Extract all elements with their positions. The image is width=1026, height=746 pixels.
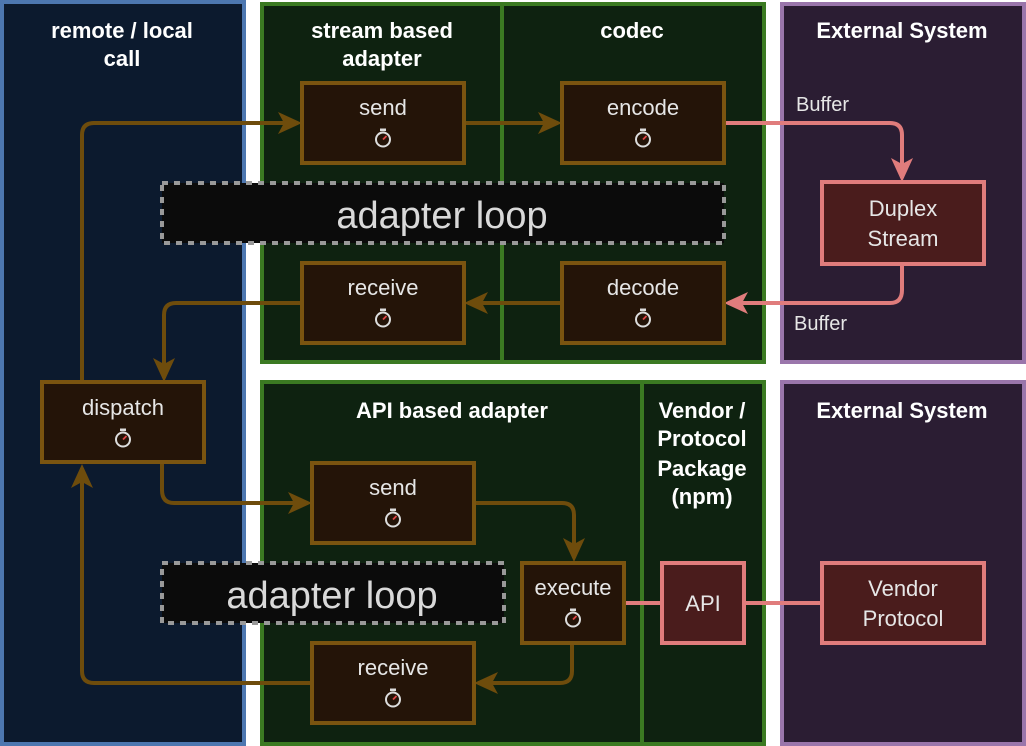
api-send-node — [310, 461, 476, 545]
duplex-stream-node — [820, 180, 986, 266]
vendor-protocol-label-line2: Protocol — [863, 606, 944, 631]
dispatch-node — [40, 380, 206, 464]
edge-api-send-to-execute — [474, 501, 585, 562]
decode-node — [560, 261, 726, 345]
adapter-loop-label-top: adapter loop — [336, 195, 547, 237]
edge-encode-to-duplex — [724, 121, 913, 182]
edge-dispatch-to-api-send — [160, 462, 312, 514]
adapter-loop-box-top — [160, 181, 726, 245]
edge-execute-to-api-receive — [474, 644, 574, 694]
api-receive-node — [310, 641, 476, 725]
decode-label: decode — [607, 275, 679, 300]
dispatch-label: dispatch — [82, 395, 164, 420]
adapter-loop-label-bottom: adapter loop — [226, 575, 437, 617]
codec-lane-title: codec — [600, 18, 664, 43]
stream-lane-title-line1: stream based — [311, 18, 453, 43]
vendor-protocol-node — [820, 561, 986, 645]
api-send-label: send — [369, 475, 417, 500]
vendor-lane-title-line4: (npm) — [671, 484, 732, 509]
encode-node — [560, 81, 726, 165]
buffer-label-out: Buffer — [796, 94, 849, 116]
vendor-lane-title-line1: Vendor / — [659, 398, 746, 423]
duplex-stream-label-line1: Duplex — [869, 196, 937, 221]
vendor-lane-title-line3: Package — [657, 456, 746, 481]
api-lane-title: API based adapter — [356, 398, 548, 423]
api-node — [660, 561, 746, 645]
edge-api-receive-to-dispatch — [71, 464, 312, 685]
vendor-lane-title-line2: Protocol — [657, 426, 746, 451]
duplex-stream-label-line2: Stream — [868, 226, 939, 251]
stream-receive-node — [300, 261, 466, 345]
remote-lane — [0, 0, 246, 746]
remote-lane-title-line2: call — [104, 46, 141, 71]
remote-lane-title-line1: remote / local — [51, 18, 193, 43]
external-bottom-lane-title: External System — [816, 398, 987, 423]
stream-send-node — [300, 81, 466, 165]
stream-send-label: send — [359, 95, 407, 120]
edge-receive-to-dispatch — [153, 301, 302, 382]
api-receive-label: receive — [358, 655, 429, 680]
external-top-lane-title: External System — [816, 18, 987, 43]
execute-label: execute — [534, 575, 611, 600]
encode-label: encode — [607, 95, 679, 120]
execute-node — [520, 561, 626, 645]
api-label: API — [685, 591, 720, 616]
adapter-loop-box-bottom — [160, 561, 506, 625]
edge-dispatch-to-stream-send — [80, 112, 302, 382]
vendor-protocol-label-line1: Vendor — [868, 576, 938, 601]
buffer-label-in: Buffer — [794, 313, 847, 335]
stream-lane-title-line2: adapter — [342, 46, 422, 71]
stream-receive-label: receive — [348, 275, 419, 300]
edge-duplex-to-decode — [724, 264, 904, 314]
